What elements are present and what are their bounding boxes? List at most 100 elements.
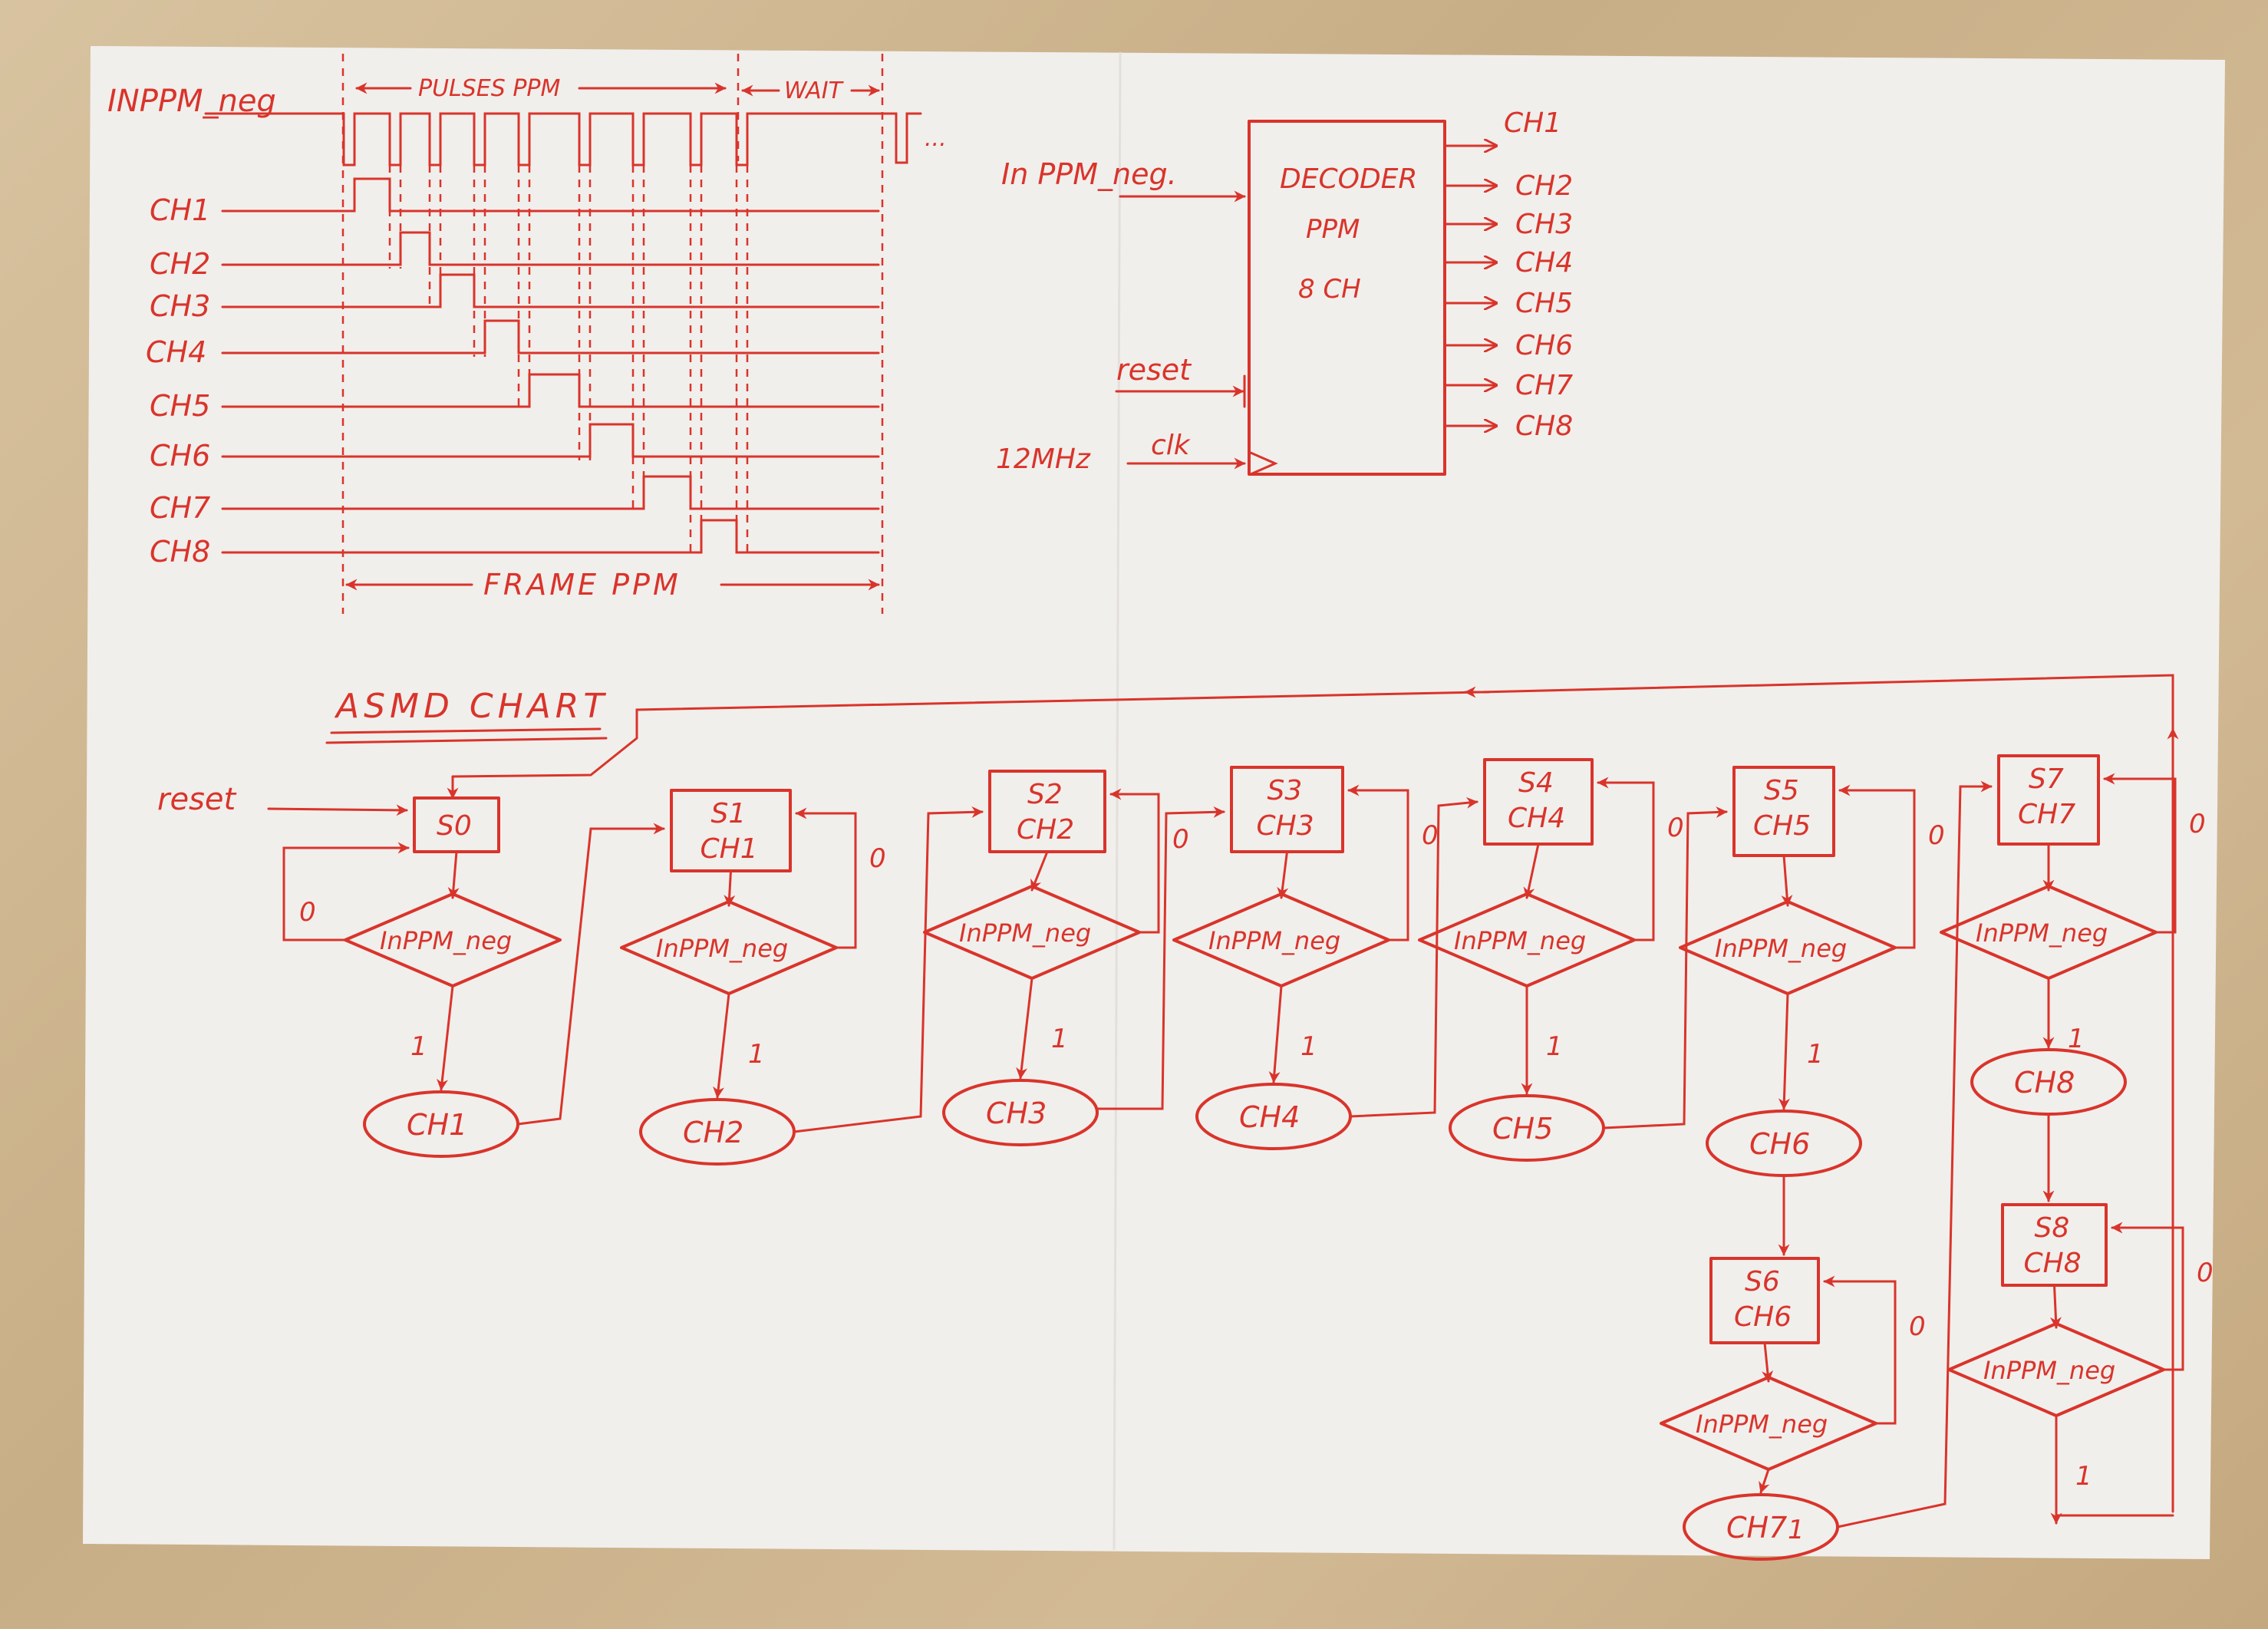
loop-zero [1347,784,1409,941]
timing-wave-ch5 [229,373,880,408]
state-name-s8: S8 [2035,1212,2070,1244]
connector-s4-s5 [1602,806,1728,1129]
timing-label-ch5: CH5 [150,389,210,423]
branch-one [713,992,730,1099]
state-output-s8: CH8 [2024,1248,2082,1279]
asmd-reset-label: reset [157,782,237,817]
decoder-input-ppm-label: In PPM_neg. [1001,157,1177,191]
conditional-output-label-ch4: CH4 [1239,1100,1300,1134]
asmd-title: ASMD CHART [334,687,608,726]
branch-zero-label: 0 [1909,1311,1926,1342]
timing-wave-ch2 [229,231,880,266]
state-output-s3: CH3 [1257,810,1314,842]
decoder-output-ch2: CH2 [1515,170,1573,202]
timing-wave-ch1 [229,177,880,213]
conditional-output-label-ch1: CH1 [407,1108,467,1142]
timing-label-ch3: CH3 [150,289,210,323]
conditional-output-label-ch2: CH2 [683,1116,743,1149]
loop-zero [2111,1222,2184,1371]
conditional-output-label-ch3: CH3 [986,1096,1047,1130]
connector-s6-s7 [1836,780,1993,1528]
branch-zero-label: 0 [869,843,886,874]
decision-label: InPPM_neg [1208,926,1340,955]
connector-s0-s1 [516,823,665,1126]
branch-one-label: 1 [2075,1461,2092,1492]
decoder-box [1248,120,1446,476]
connector-s3-s4 [1349,796,1478,1118]
inppm-neg-waveform: ... [204,112,947,167]
timing-wave-ch8 [229,519,880,554]
branch-zero-label: 0 [2189,809,2206,839]
paper-sheet [83,46,2225,1559]
state-name-s6: S6 [1745,1266,1780,1298]
wait-label: WAIT [784,77,845,104]
loop-zero [1109,788,1160,934]
conditional-output-label-ch7: CH7 [1726,1511,1787,1545]
continuation-dots: ... [925,125,947,152]
branch-zero-label: 0 [1667,813,1684,843]
branch-one-label: 1 [1546,1031,1563,1062]
state-name-s5: S5 [1764,775,1799,806]
state-name-s4: S4 [1518,767,1554,799]
branch-one-label: 1 [748,1039,765,1070]
decoder-title-3: 8 CH [1298,274,1361,305]
state-output-s6: CH6 [1734,1301,1792,1333]
conditional-output-ch3 [942,1079,1099,1146]
decision-label: InPPM_neg [1983,1356,2115,1385]
state-output-s1: CH1 [701,833,758,865]
conditional-output-label-ch8: CH8 [2014,1066,2075,1100]
decision-label: InPPM_neg [1715,934,1847,963]
loop-zero [282,842,410,941]
state-output-s7: CH7 [2018,799,2075,830]
decoder-output-ch8: CH8 [1515,411,1573,442]
state-name-s1: S1 [711,798,747,829]
decoder-input-clk-label: clk [1151,430,1192,461]
branch-one [1268,984,1283,1083]
branch-one [1016,977,1033,1080]
connector-s2-s3 [1096,806,1225,1110]
timing-wave-ch4 [229,319,880,354]
timing-label-ch2: CH2 [150,247,210,281]
branch-one [1778,992,1790,1110]
conditional-output-label-ch6: CH6 [1749,1127,1810,1161]
decision-inppm-neg [344,892,562,988]
decision-label: InPPM_neg [656,934,788,963]
decoder-output-ch5: CH5 [1515,288,1573,319]
branch-one [1759,1468,1770,1494]
state-name-s3: S3 [1268,775,1303,806]
decision-label: InPPM_neg [1696,1410,1828,1439]
timing-label-ch6: CH6 [150,439,210,473]
branch-one [437,984,454,1091]
state-name-s0: S0 [437,810,472,842]
connector-s1-s2 [793,806,984,1133]
decision-label: InPPM_neg [1454,926,1586,955]
timing-wave-ch3 [229,273,880,308]
asmd-chart: ASMD CHART reset S0InPPM_neg01CH1S1CH1In… [157,674,2214,1561]
branch-zero-label: 0 [1172,824,1189,855]
branch-zero-label: 0 [1422,820,1439,851]
paper-fold [1113,51,1122,1551]
decoder-output-ch3: CH3 [1515,209,1573,240]
frame-ppm-label: FRAME PPM [483,568,681,602]
decision-label: InPPM_neg [380,926,512,955]
branch-zero-label: 0 [1928,820,1945,851]
state-output-s4: CH4 [1508,803,1565,834]
state-name-s2: S2 [1027,779,1063,810]
branch-one-label: 1 [410,1031,427,1062]
decoder-input-reset-label: reset [1116,353,1192,387]
loop-zero [2103,773,2177,934]
decoder-output-ch7: CH7 [1515,370,1573,401]
loop-zero [1838,784,1916,949]
decoder-clock-freq-label: 12MHz [996,444,1091,475]
decoder-title-2: PPM [1306,214,1360,245]
loop-zero [795,807,857,949]
decision-label: InPPM_neg [959,918,1091,948]
timing-wave-ch7 [229,475,880,510]
